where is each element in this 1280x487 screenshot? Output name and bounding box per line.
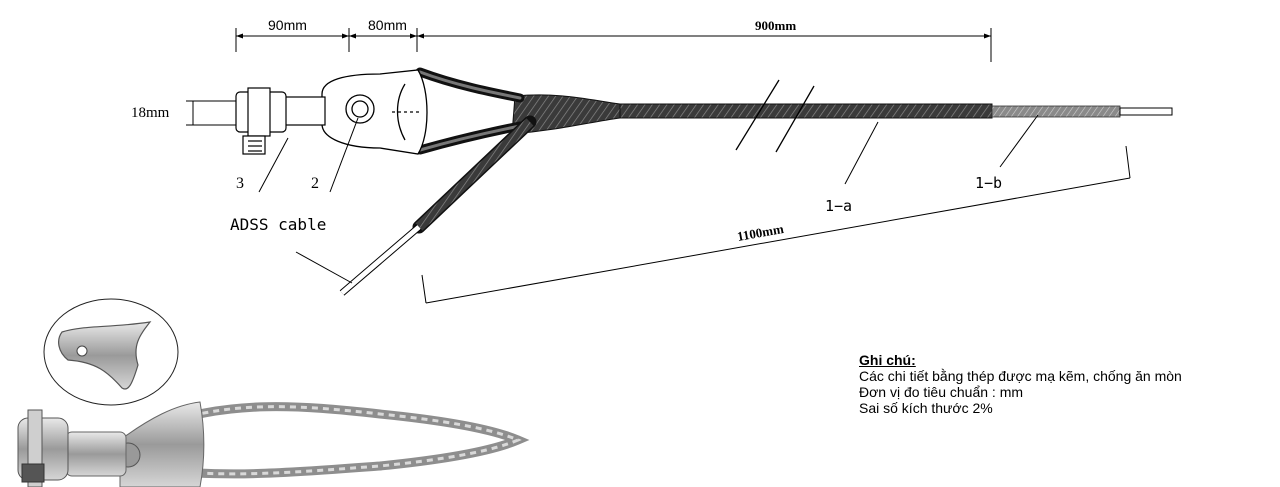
notes-line-3: Sai số kích thước 2% bbox=[859, 400, 993, 416]
part-label-2: 2 bbox=[311, 175, 319, 192]
rod-legs bbox=[415, 67, 525, 155]
clevis-bolt bbox=[235, 87, 326, 155]
part-label-1a: 1−a bbox=[825, 197, 852, 215]
twisted-transition bbox=[511, 94, 621, 135]
notes-line-2: Đơn vị đo tiêu chuẩn : mm bbox=[859, 384, 1024, 400]
dead-end-assembly-photo bbox=[17, 401, 530, 487]
dimension-lines bbox=[186, 28, 1131, 304]
break-marks bbox=[735, 79, 815, 153]
preformed-rod-main bbox=[609, 103, 1173, 119]
dimension-arrows bbox=[236, 33, 991, 39]
dim-label-18: 18mm bbox=[131, 105, 170, 121]
dim-label-900: 900mm bbox=[755, 18, 796, 33]
part-label-3: 3 bbox=[236, 175, 244, 192]
thimble-top-view-photo bbox=[43, 298, 179, 406]
notes-block: Ghi chú: Các chi tiết bằng thép được mạ … bbox=[859, 352, 1182, 416]
notes-title: Ghi chú: bbox=[859, 352, 916, 368]
leader-lines bbox=[258, 114, 1039, 284]
dim-label-90: 90mm bbox=[268, 17, 307, 33]
thimble-clevis bbox=[321, 69, 428, 155]
part-label-1b: 1−b bbox=[975, 174, 1002, 192]
dim-label-80: 80mm bbox=[368, 17, 407, 33]
adss-cable-line bbox=[339, 115, 537, 296]
notes-line-1: Các chi tiết bằng thép được mạ kẽm, chốn… bbox=[859, 368, 1182, 384]
adss-cable-label: ADSS cable bbox=[230, 215, 326, 234]
